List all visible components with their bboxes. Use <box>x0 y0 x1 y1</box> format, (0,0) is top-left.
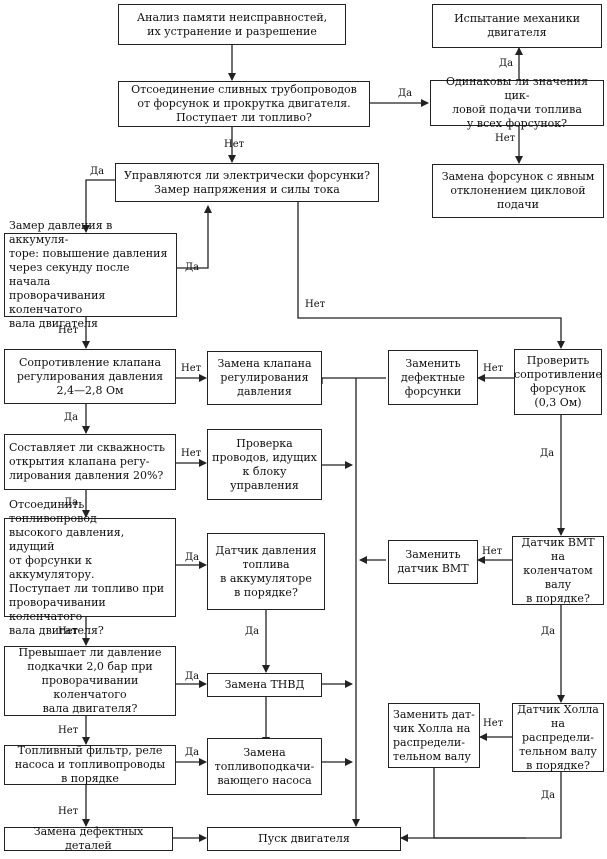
label-no: Нет <box>58 325 79 336</box>
label-no: Нет <box>58 626 79 637</box>
label-no: Нет <box>483 363 504 374</box>
label-yes: Да <box>185 671 200 682</box>
label-yes: Да <box>90 166 105 177</box>
label-no: Нет <box>482 546 503 557</box>
connector <box>177 205 212 269</box>
label-no: Нет <box>224 139 245 150</box>
label-no: Нет <box>181 448 202 459</box>
connector <box>82 179 115 233</box>
label-yes: Да <box>499 58 514 69</box>
disconnect-drain-box: Отсоединение сливных трубопроводов от фо… <box>118 81 370 127</box>
electric-injectors-box: Управляются ли электрически форсунки? За… <box>115 163 379 202</box>
disconnect-hp-box: Отсоединить топливопровод высокого давле… <box>4 498 176 637</box>
replace-parts-box: Замена дефектных деталей <box>4 825 173 852</box>
label-yes: Да <box>64 497 79 508</box>
label-yes: Да <box>185 262 200 273</box>
label-yes: Да <box>540 448 555 459</box>
accum-pressure-box: Замер давления в аккумуля- торе: повышен… <box>4 219 177 330</box>
label-no: Нет <box>495 133 516 144</box>
check-wires-box: Проверка проводов, идущих к блоку управл… <box>207 429 322 500</box>
label-no: Нет <box>58 725 79 736</box>
label-no: Нет <box>483 718 504 729</box>
label-yes: Да <box>245 626 260 637</box>
label-yes: Да <box>541 790 556 801</box>
hall-sensor-box: Датчик Холла на распредели- тельном валу… <box>512 703 604 772</box>
valve-resistance-box: Сопротивление клапана регулирования давл… <box>4 349 176 404</box>
label-no: Нет <box>58 806 79 817</box>
label-yes: Да <box>185 747 200 758</box>
replace-hall-box: Заменить дат- чик Холла на распредели- т… <box>388 703 480 768</box>
label-no: Нет <box>305 299 326 310</box>
pressure-sensor-box: Датчик давления топлива в аккумуляторе в… <box>207 533 325 610</box>
duty-cycle-box: Составляет ли скважность открытия клапан… <box>4 434 176 490</box>
label-yes: Да <box>541 626 556 637</box>
same-cycle-feed-box: Одинаковы ли значения цик- ловой подачи … <box>430 75 604 130</box>
label-yes: Да <box>64 412 79 423</box>
connector <box>434 772 562 839</box>
fuel-filter-box: Топливный фильтр, реле насоса и топливоп… <box>4 744 176 785</box>
check-injector-resistance-box: Проверить сопротивление форсунок (0,3 Ом… <box>514 349 602 415</box>
connector <box>297 202 565 349</box>
replace-pump-box: Замена топливоподкачи- вающего насоса <box>207 738 322 795</box>
label-yes: Да <box>185 552 200 563</box>
replace-valve-box: Замена клапана регулирования давления <box>207 351 322 405</box>
replace-deviant-box: Замена форсунок с явным отклонением цикл… <box>432 164 604 218</box>
vmt-sensor-box: Датчик ВМТ на коленчатом валу в порядке? <box>512 536 604 605</box>
label-yes: Да <box>398 88 413 99</box>
label-no: Нет <box>181 363 202 374</box>
analysis-box: Анализ памяти неисправностей, их устране… <box>118 4 346 45</box>
boost-pressure-box: Превышает ли давление подкачки 2,0 бар п… <box>4 646 176 716</box>
connector <box>433 768 526 839</box>
replace-injectors-box: Заменить дефектные форсунки <box>388 350 478 405</box>
replace-vmt-box: Заменить датчик ВМТ <box>388 540 478 584</box>
replace-tnvd-box: Замена ТНВД <box>207 673 322 697</box>
engine-start-box: Пуск двигателя <box>207 827 401 851</box>
mech-test-box: Испытание механики двигателя <box>432 4 602 48</box>
